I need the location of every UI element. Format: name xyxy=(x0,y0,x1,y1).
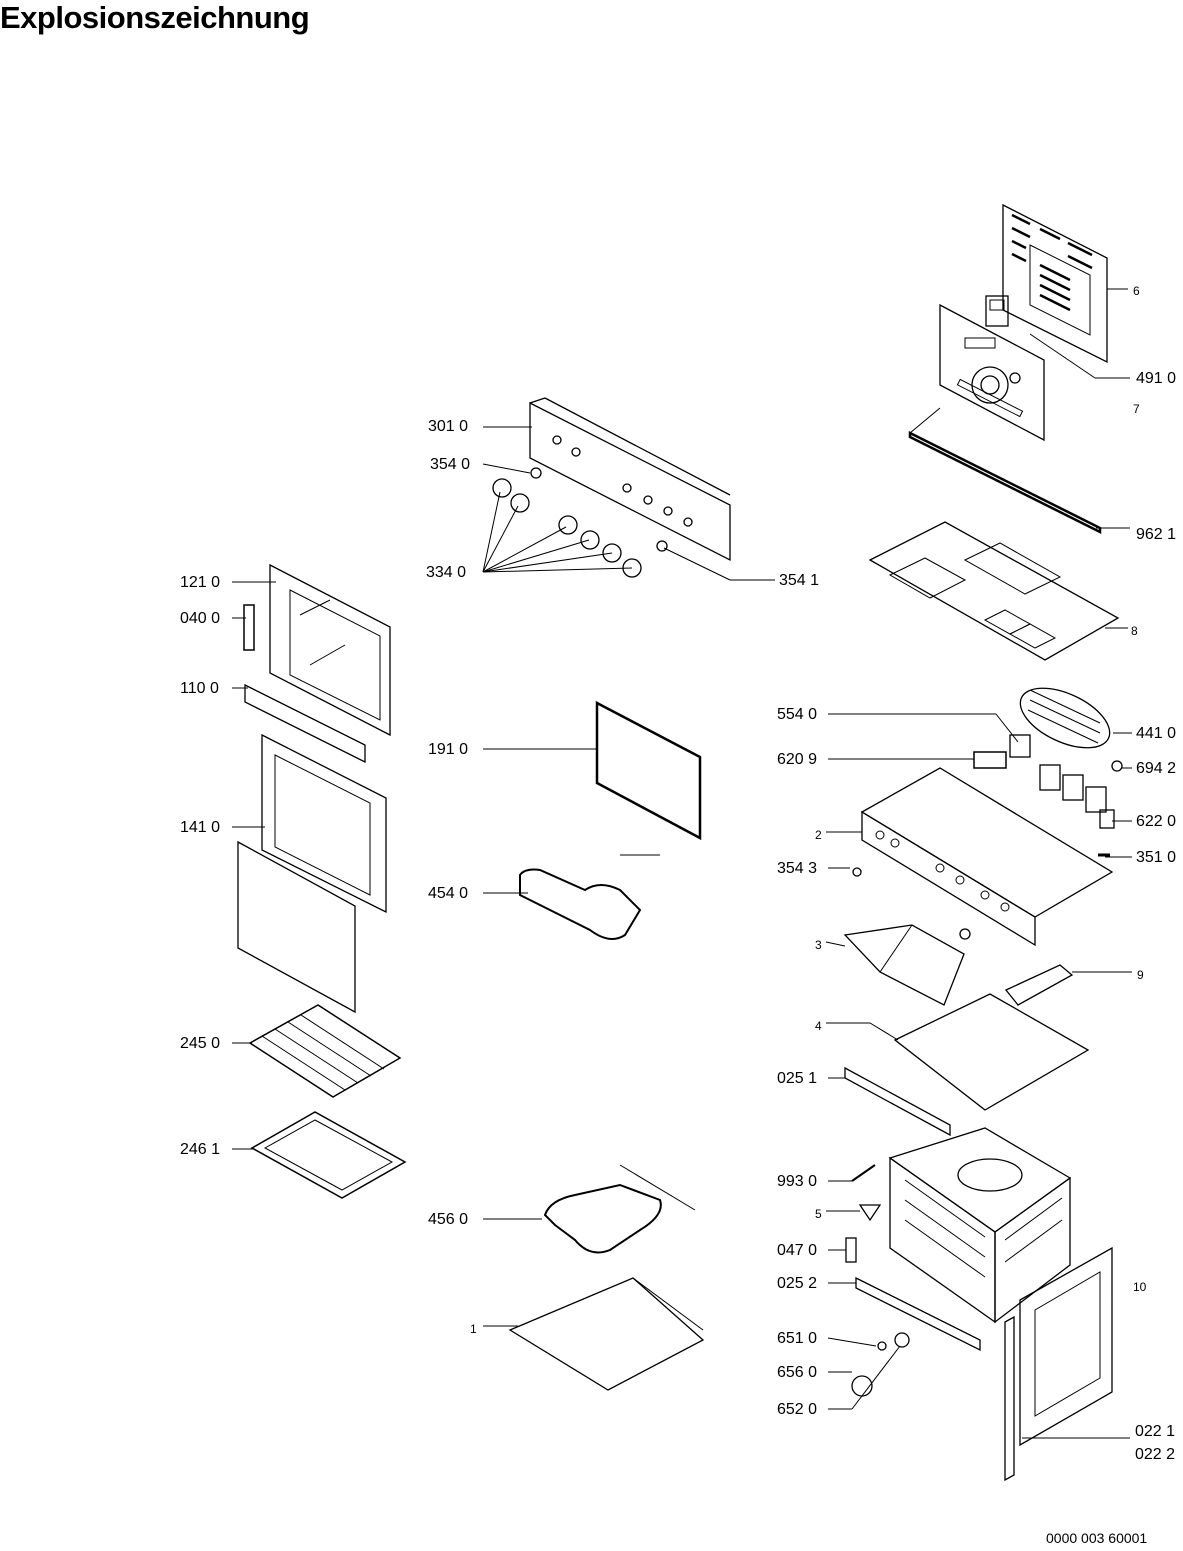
label-245-0: 245 0 xyxy=(180,1035,221,1052)
label-354-3: 354 3 xyxy=(777,860,818,877)
label-456-0: 456 0 xyxy=(428,1211,469,1228)
screw-354-part xyxy=(852,867,862,877)
switch-block-part xyxy=(1039,764,1115,829)
pin-993-part xyxy=(851,1164,876,1182)
door-glass-part xyxy=(237,733,387,1014)
label-3: 3 xyxy=(815,938,822,952)
label-354-1: 354 1 xyxy=(779,572,820,589)
label-993-0: 993 0 xyxy=(777,1173,818,1190)
label-5: 5 xyxy=(815,1207,822,1221)
back-plate-part xyxy=(939,303,1045,442)
label-351-0: 351 0 xyxy=(1136,849,1177,866)
knob-set-part xyxy=(492,467,668,578)
cover-plate-part xyxy=(1004,964,1074,1006)
grill-element-part xyxy=(519,854,660,940)
side-rail-2-part xyxy=(855,1276,981,1352)
label-454-0: 454 0 xyxy=(428,885,469,902)
label-121-0: 121 0 xyxy=(180,574,221,591)
side-rail-part xyxy=(844,1066,951,1137)
label-301-0: 301 0 xyxy=(428,418,469,435)
label-652-0: 652 0 xyxy=(777,1401,818,1418)
rear-bracket-part xyxy=(843,924,965,1006)
label-10: 10 xyxy=(1133,1280,1147,1294)
label-047-0: 047 0 xyxy=(777,1242,818,1259)
label-491-0: 491 0 xyxy=(1136,370,1177,387)
door-frame-part xyxy=(269,563,391,737)
hinge-part xyxy=(243,604,255,651)
base-panel-part xyxy=(893,993,1090,1111)
label-622-0: 622 0 xyxy=(1136,813,1177,830)
page-title: Explosionszeichnung xyxy=(0,0,310,35)
top-panel-part xyxy=(868,521,1120,661)
lamp-694-part xyxy=(1111,760,1123,772)
lamp-652-part xyxy=(894,1332,910,1348)
label-246-1: 246 1 xyxy=(180,1141,221,1158)
side-panel-part xyxy=(1019,1246,1113,1447)
label-4: 4 xyxy=(815,1019,822,1033)
label-441-0: 441 0 xyxy=(1136,725,1177,742)
label-334-0: 334 0 xyxy=(426,564,467,581)
connector-part xyxy=(959,928,971,940)
bottom-plate-part xyxy=(508,1277,705,1391)
label-110-0: 110 0 xyxy=(180,680,219,697)
label-694-2: 694 2 xyxy=(1136,760,1177,777)
thermostat-554-part xyxy=(1009,734,1031,758)
wire-rack-part xyxy=(248,1004,402,1098)
label-554-0: 554 0 xyxy=(777,706,818,723)
label-022-2: 022 2 xyxy=(1135,1446,1176,1463)
label-7: 7 xyxy=(1133,402,1140,416)
oven-cavity-part xyxy=(888,1127,1072,1324)
door-seal-part xyxy=(595,700,702,841)
label-191-0: 191 0 xyxy=(428,741,469,758)
label-354-0: 354 0 xyxy=(430,456,471,473)
baking-tray-part xyxy=(250,1111,407,1199)
label-040-0: 040 0 xyxy=(180,610,221,627)
clip-5-part xyxy=(858,1204,882,1222)
control-panel-part xyxy=(529,397,731,562)
switch-491-part xyxy=(985,295,1009,327)
leader-lines xyxy=(232,288,1132,1439)
label-022-1: 022 1 xyxy=(1135,1423,1176,1440)
label-8: 8 xyxy=(1131,624,1138,638)
label-6: 6 xyxy=(1133,284,1140,298)
lamp-holder-651-part xyxy=(877,1341,887,1351)
control-frame-part xyxy=(860,767,1114,947)
label-141-0: 141 0 xyxy=(180,819,221,836)
hinge-rail-part xyxy=(1004,1315,1015,1482)
label-620-9: 620 9 xyxy=(777,751,818,768)
label-025-1: 025 1 xyxy=(777,1070,818,1087)
bottom-element-part xyxy=(543,1164,696,1254)
label-2: 2 xyxy=(815,828,822,842)
door-handle-part xyxy=(244,683,366,764)
label-025-2: 025 2 xyxy=(777,1275,818,1292)
rear-panel-part xyxy=(1002,203,1108,364)
selector-switch-part xyxy=(973,751,1007,769)
label-9: 9 xyxy=(1137,968,1144,982)
label-656-0: 656 0 xyxy=(777,1364,818,1381)
insulation-strip-part xyxy=(908,407,1102,535)
tangential-fan-part xyxy=(1019,687,1111,749)
label-962-1: 962 1 xyxy=(1136,526,1177,543)
label-1: 1 xyxy=(470,1322,477,1336)
document-number: 0000 003 60001 xyxy=(1046,1530,1148,1546)
lamp-cover-656-part xyxy=(851,1375,873,1397)
bracket-047-part xyxy=(845,1237,857,1263)
label-651-0: 651 0 xyxy=(777,1330,818,1347)
